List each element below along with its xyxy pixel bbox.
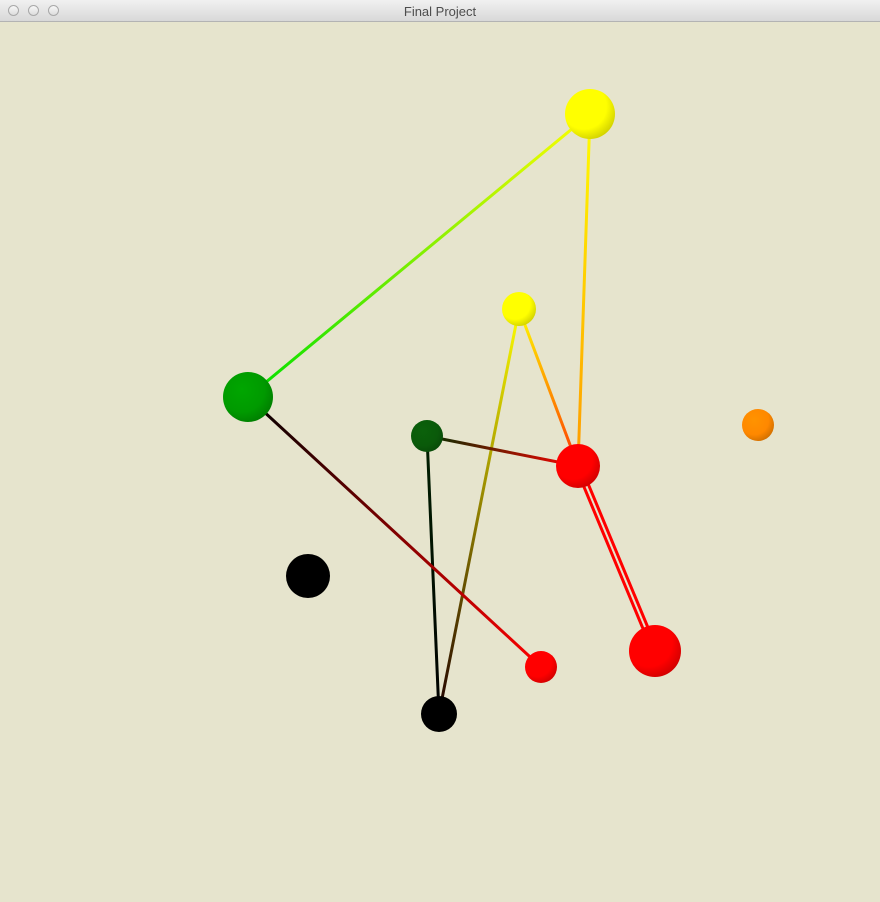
- close-window-button[interactable]: [8, 5, 19, 16]
- node-red-small[interactable]: [525, 651, 557, 683]
- edges-layer: [246, 112, 659, 716]
- edge-red-center-to-red-large-1: [574, 465, 655, 654]
- edge-green-large-to-yellow-large: [246, 112, 592, 399]
- edge-green-small-to-black-bottom: [425, 434, 441, 716]
- edge-green-small-to-red-center: [425, 434, 580, 468]
- nodes-layer: [223, 89, 774, 732]
- node-black-bottom[interactable]: [421, 696, 457, 732]
- node-yellow-small[interactable]: [502, 292, 536, 326]
- node-green-small[interactable]: [411, 420, 443, 452]
- node-yellow-large[interactable]: [565, 89, 615, 139]
- edge-green-large-to-red-small: [246, 395, 543, 669]
- edge-yellow-small-to-red-center: [517, 307, 580, 468]
- title-bar[interactable]: Final Project: [0, 0, 880, 22]
- node-red-large[interactable]: [629, 625, 681, 677]
- node-orange[interactable]: [742, 409, 774, 441]
- edge-red-center-to-red-large-0: [578, 463, 659, 652]
- window-title: Final Project: [403, 4, 477, 19]
- minimize-window-button[interactable]: [28, 5, 39, 16]
- zoom-window-button[interactable]: [48, 5, 59, 16]
- edge-yellow-large-to-red-center: [576, 112, 592, 468]
- node-black-left[interactable]: [286, 554, 330, 598]
- graph-canvas[interactable]: [0, 22, 880, 902]
- node-green-large[interactable]: [223, 372, 273, 422]
- edge-yellow-small-to-black-bottom: [437, 307, 521, 716]
- node-red-center[interactable]: [556, 444, 600, 488]
